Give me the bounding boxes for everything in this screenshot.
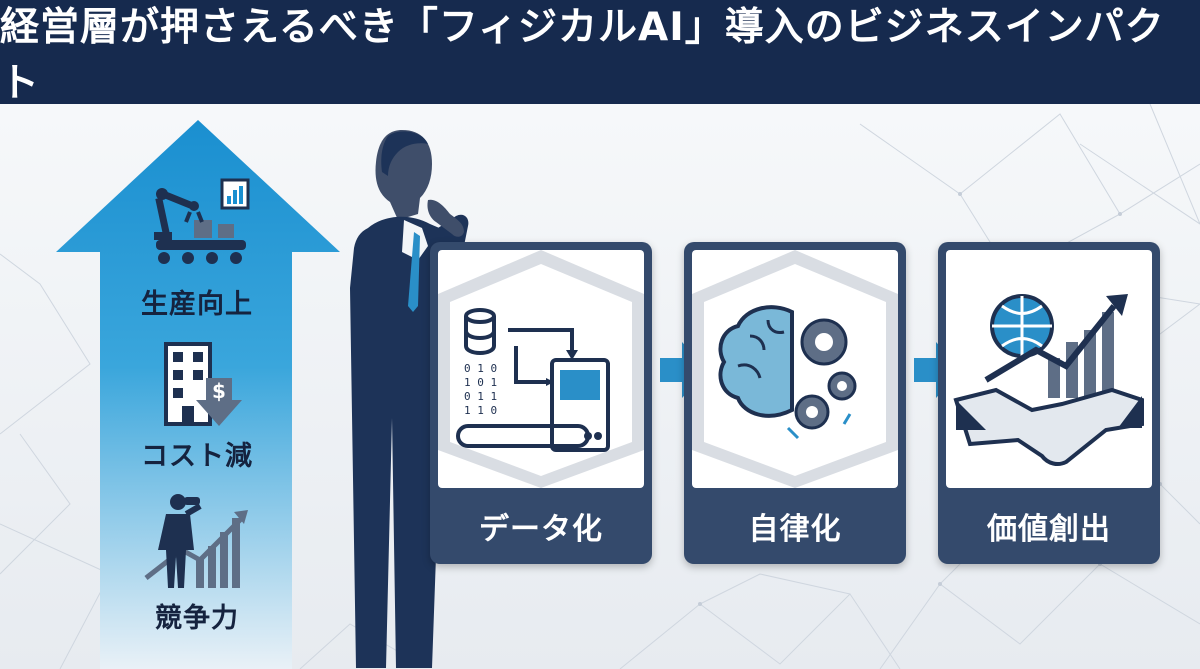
svg-text:0 1 1: 0 1 1 — [464, 390, 497, 403]
benefit-production: 生産向上 — [107, 168, 287, 321]
step-card-autonomy: 自律化 — [684, 242, 906, 564]
handshake-growth-icon — [953, 294, 1144, 466]
benefit-label: 競争力 — [155, 603, 239, 634]
title-bar: 経営層が押さえるべき「フィジカルAI」導入のビジネスインパクト — [0, 0, 1200, 106]
step-card-value: 価値創出 — [938, 242, 1160, 564]
benefit-label: 生産向上 — [141, 289, 253, 320]
benefit-label: コスト減 — [141, 441, 253, 472]
robot-arm-factory-icon — [154, 178, 250, 264]
building-cost-down-icon: $ — [164, 342, 242, 426]
svg-text:1 1 0: 1 1 0 — [464, 404, 497, 417]
benefit-competitiveness: 競争力 — [107, 488, 287, 635]
benefit-cost: $ コスト減 — [107, 338, 287, 473]
step-icon-panel — [946, 250, 1152, 488]
page-title: 経営層が押さえるべき「フィジカルAI」導入のビジネスインパクト — [0, 5, 1165, 106]
step-label: データ化 — [479, 512, 603, 547]
svg-text:1 0 1: 1 0 1 — [464, 376, 497, 389]
database-to-machine-icon: 0 1 01 0 1 0 1 11 1 0 — [438, 250, 644, 488]
svg-text:$: $ — [212, 379, 226, 403]
step-label: 自律化 — [748, 512, 842, 547]
businessman-figure — [350, 130, 469, 668]
brain-gears-icon — [692, 250, 898, 488]
step-label: 価値創出 — [987, 512, 1111, 547]
svg-text:0 1 0: 0 1 0 — [464, 362, 497, 375]
step-icon-panel — [692, 250, 898, 488]
businessman-binoculars-icon — [144, 494, 248, 588]
